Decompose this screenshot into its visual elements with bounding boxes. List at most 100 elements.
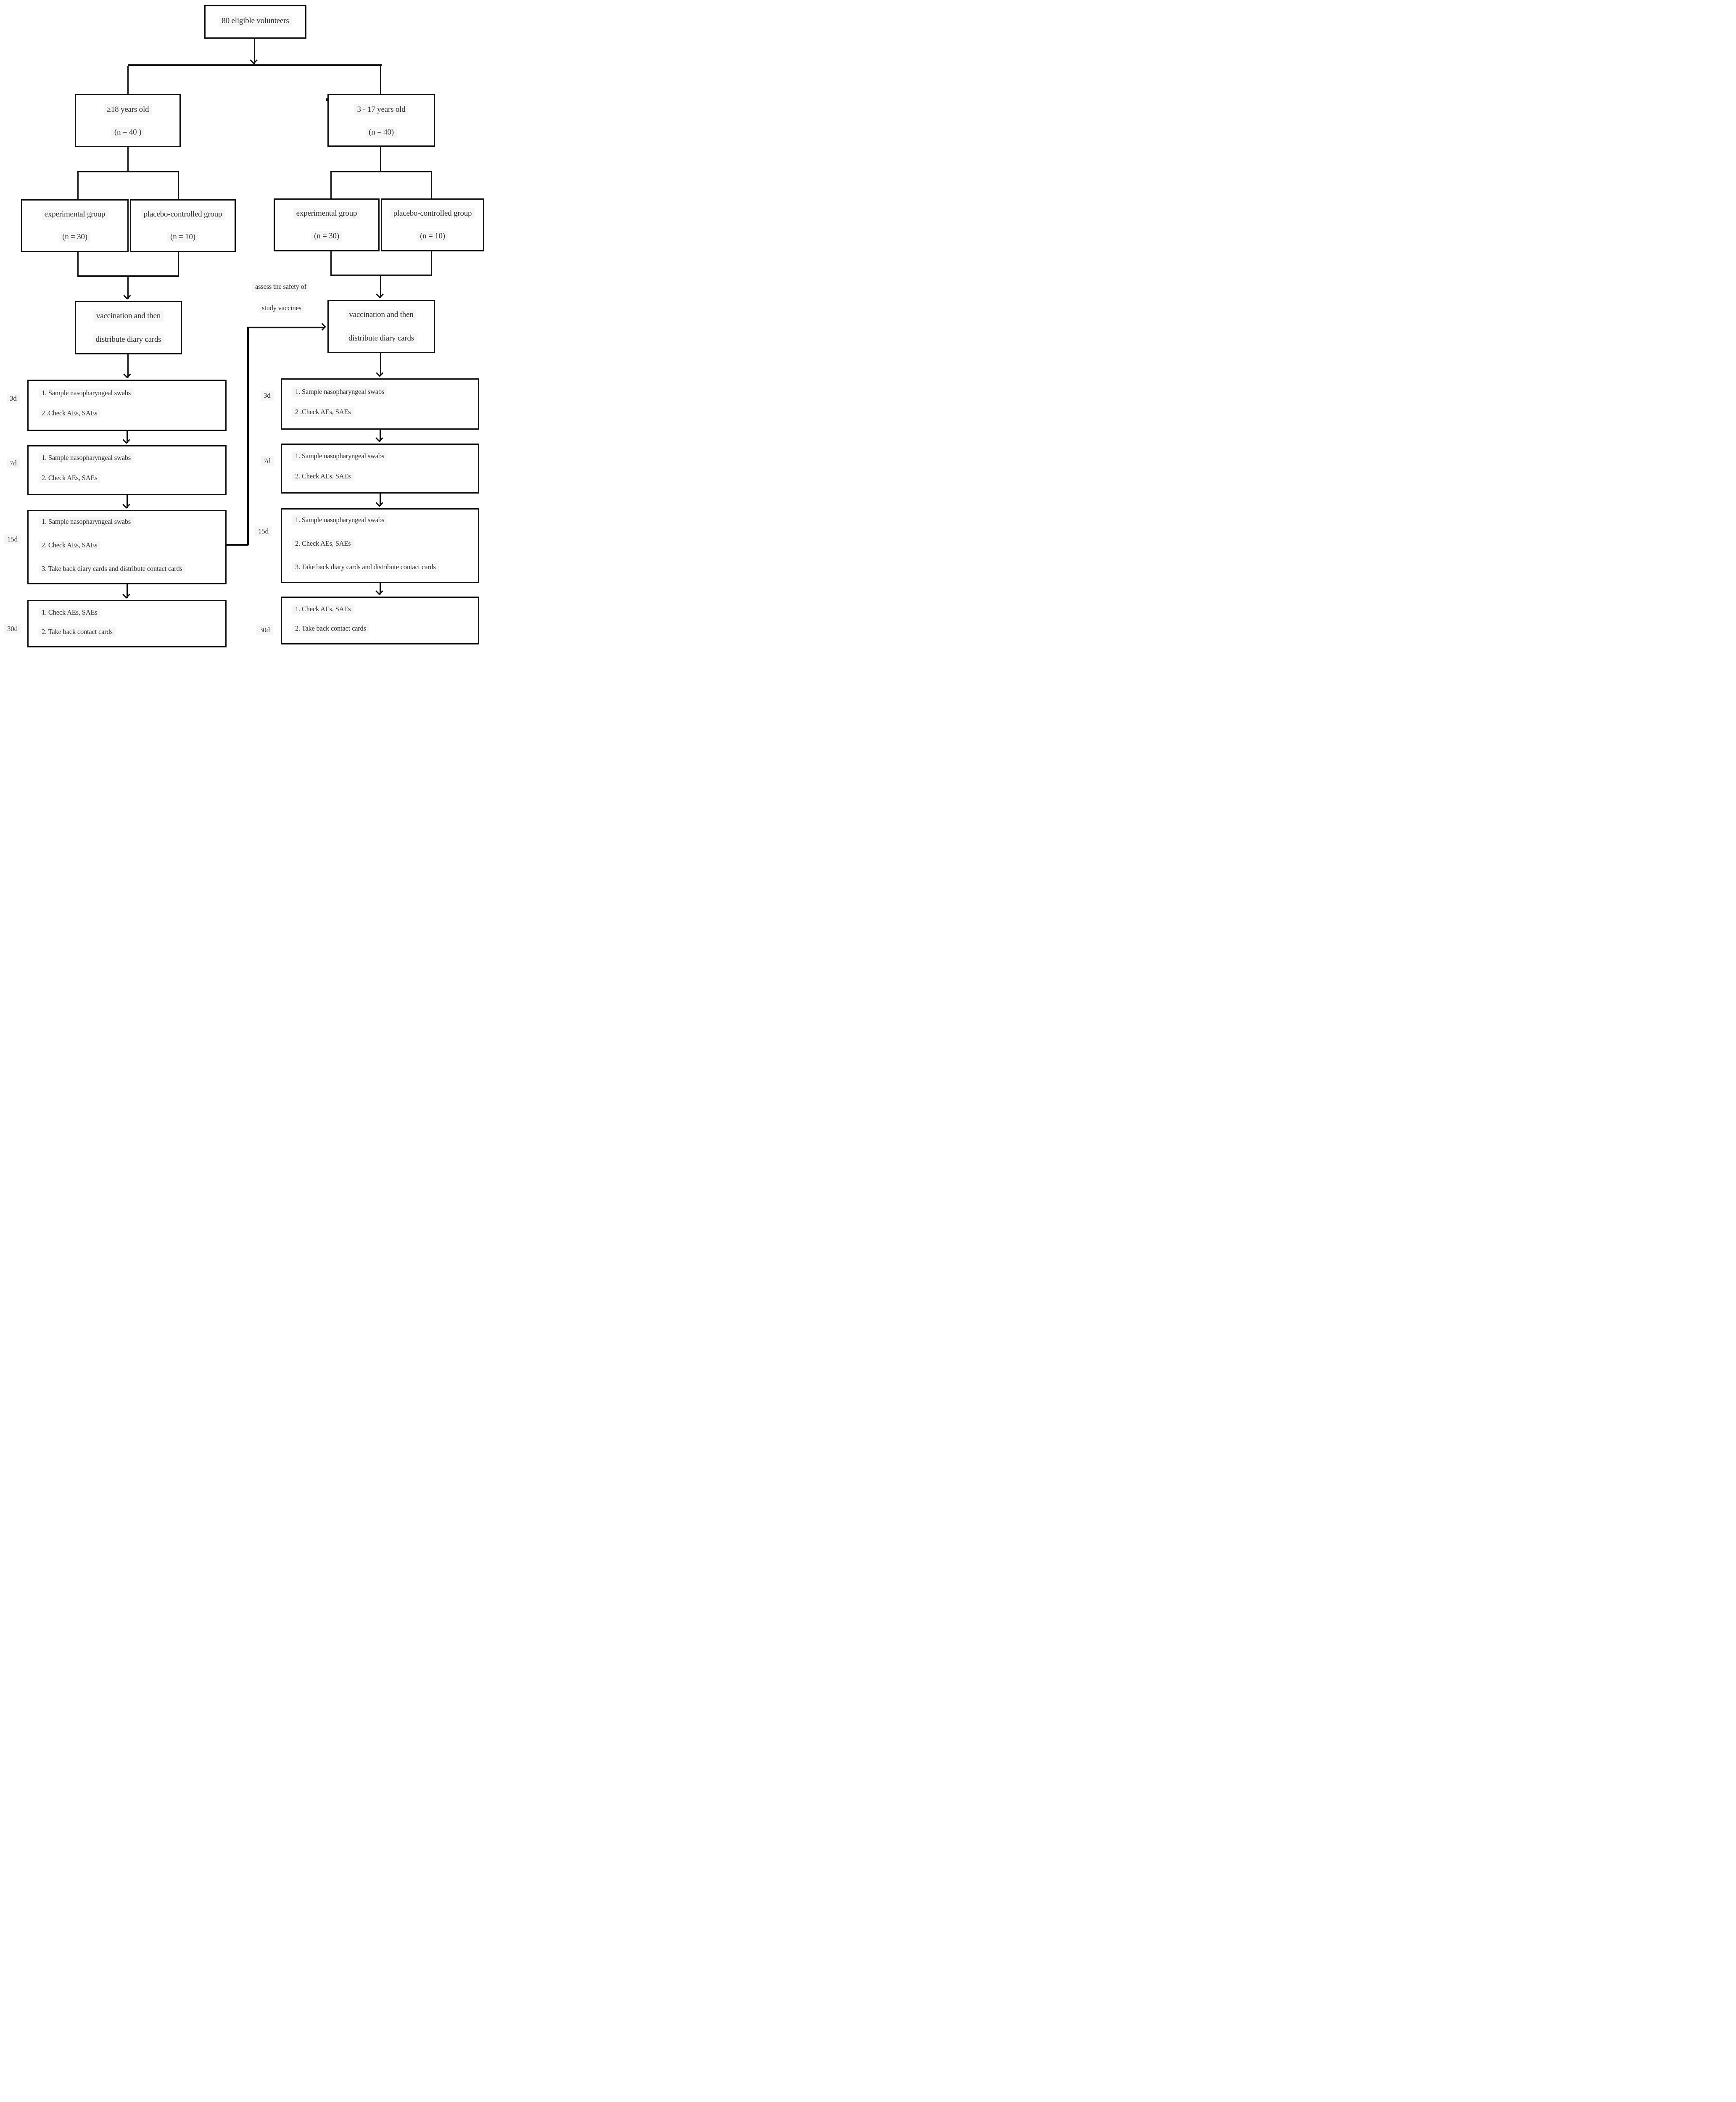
right-3d-label: 3d	[261, 391, 274, 401]
box-right-vaccination: vaccination and then distribute diary ca…	[327, 300, 435, 353]
left-7d-item1: 1. Sample nasopharyngeal swabs	[39, 453, 134, 463]
left-15d-label: 15d	[4, 534, 21, 544]
box-left-experimental-group: experimental group (n = 30)	[21, 199, 129, 252]
box-eligible-volunteers: 80 eligible volunteers	[204, 5, 306, 39]
arrowhead-down-icon	[122, 436, 130, 444]
right-experimental-label: experimental group	[293, 208, 360, 219]
right-7d-label: 7d	[261, 456, 274, 466]
connector-right-3d-7d	[380, 430, 381, 441]
arrowhead-down-icon	[250, 56, 258, 64]
connector-right-merge-a	[330, 251, 332, 275]
left-30d-item1: 1. Check AEs, SAEs	[39, 608, 100, 618]
left-15d-item2: 2. Check AEs, SAEs	[39, 541, 100, 550]
left-30d-item2: 2. Take back contact cards	[39, 627, 116, 637]
connector-top-stem	[254, 39, 255, 64]
right-15d-item3: 3. Take back diary cards and distribute …	[292, 562, 439, 572]
stray-mark	[326, 98, 328, 101]
left-experimental-n: (n = 30)	[59, 232, 90, 243]
connector-left-split-a	[77, 172, 79, 199]
box-right-experimental-group: experimental group (n = 30)	[274, 198, 380, 251]
left-3d-item1: 1. Sample nasopharyngeal swabs	[39, 388, 134, 398]
left-experimental-label: experimental group	[41, 209, 108, 220]
connector-right-split-b	[431, 172, 432, 198]
box-left-placebo-group: placebo-controlled group (n = 10)	[130, 199, 236, 252]
box-age-adult: ≥18 years old (n = 40 )	[75, 94, 181, 147]
connector-branch-left	[127, 66, 129, 94]
box-left-30d: 1. Check AEs, SAEs 2. Take back contact …	[27, 600, 227, 647]
arrowhead-down-icon	[375, 499, 383, 507]
right-30d-item1: 1. Check AEs, SAEs	[292, 605, 354, 614]
arrowhead-right-icon	[318, 323, 326, 331]
arrowhead-down-icon	[122, 591, 130, 599]
left-30d-label: 30d	[4, 624, 21, 634]
connector-left-15d-30d	[127, 584, 128, 598]
right-15d-label: 15d	[255, 526, 272, 536]
arrowhead-down-icon	[375, 434, 383, 442]
connector-left-split-stem	[127, 147, 129, 172]
connector-cross-arrow-line	[248, 327, 324, 328]
connector-left-7d-15d	[127, 495, 128, 508]
connector-left-merge-stem	[127, 277, 129, 299]
box-right-7d: 1. Sample nasopharyngeal swabs 2. Check …	[281, 444, 479, 494]
box-right-15d: 1. Sample nasopharyngeal swabs 2. Check …	[281, 508, 479, 583]
box-left-7d: 1. Sample nasopharyngeal swabs 2. Check …	[27, 445, 227, 495]
box-right-3d: 1. Sample nasopharyngeal swabs 2 .Check …	[281, 378, 479, 430]
left-vaccination-line2: distribute diary cards	[92, 334, 164, 345]
right-3d-item1: 1. Sample nasopharyngeal swabs	[292, 387, 388, 397]
connector-right-split-stem	[380, 147, 381, 172]
right-15d-item1: 1. Sample nasopharyngeal swabs	[292, 515, 388, 525]
arrowhead-down-icon	[123, 292, 131, 300]
arrowhead-down-icon	[376, 290, 384, 298]
connector-right-split-horizontal	[330, 171, 432, 172]
eligible-volunteers-label: 80 eligible volunteers	[219, 16, 292, 26]
left-placebo-n: (n = 10)	[167, 232, 198, 243]
connector-left-merge-horizontal	[77, 275, 179, 277]
box-age-child: 3 - 17 years old (n = 40)	[327, 94, 435, 147]
right-30d-item2: 2. Take back contact cards	[292, 624, 369, 634]
age-child-n: (n = 40)	[366, 127, 397, 138]
right-7d-item1: 1. Sample nasopharyngeal swabs	[292, 452, 388, 461]
box-left-3d: 1. Sample nasopharyngeal swabs 2 .Check …	[27, 380, 227, 431]
left-vaccination-line1: vaccination and then	[93, 311, 164, 322]
right-placebo-n: (n = 10)	[417, 231, 448, 242]
connector-right-7d-15d	[380, 494, 381, 506]
right-30d-label: 30d	[256, 625, 273, 635]
connector-cross-vertical	[247, 327, 249, 545]
box-left-15d: 1. Sample nasopharyngeal swabs 2. Check …	[27, 510, 227, 584]
arrowhead-down-icon	[375, 587, 383, 595]
right-placebo-label: placebo-controlled group	[390, 208, 475, 219]
connector-cross-from-15d	[227, 544, 248, 546]
arrowhead-down-icon	[122, 501, 130, 509]
right-vaccination-line1: vaccination and then	[346, 309, 417, 320]
right-15d-item2: 2. Check AEs, SAEs	[292, 539, 354, 549]
left-7d-label: 7d	[7, 458, 20, 468]
age-child-label: 3 - 17 years old	[354, 104, 409, 115]
left-placebo-label: placebo-controlled group	[140, 209, 225, 220]
connector-right-merge-b	[431, 251, 432, 275]
connector-right-vac-3d	[380, 353, 381, 376]
right-7d-item2: 2. Check AEs, SAEs	[292, 472, 354, 481]
arrowhead-down-icon	[376, 369, 384, 377]
box-left-vaccination: vaccination and then distribute diary ca…	[75, 301, 182, 354]
age-adult-label: ≥18 years old	[103, 104, 152, 115]
study-flowchart: 80 eligible volunteers ≥18 years old (n …	[0, 0, 485, 650]
left-3d-label: 3d	[7, 393, 20, 404]
connector-right-merge-horizontal	[330, 275, 432, 276]
connector-left-split-b	[178, 172, 179, 199]
connector-right-merge-stem	[380, 276, 381, 298]
connector-right-15d-30d	[380, 583, 381, 594]
left-3d-item2: 2 .Check AEs, SAEs	[39, 409, 100, 418]
connector-left-split-horizontal	[77, 171, 179, 172]
connector-left-3d-7d	[127, 431, 128, 443]
box-right-placebo-group: placebo-controlled group (n = 10)	[381, 198, 484, 251]
connector-left-merge-a	[77, 252, 79, 276]
right-3d-item2: 2 .Check AEs, SAEs	[292, 407, 354, 417]
left-15d-item1: 1. Sample nasopharyngeal swabs	[39, 517, 134, 527]
left-15d-item3: 3. Take back diary cards and distribute …	[39, 564, 185, 574]
connector-left-merge-b	[178, 252, 179, 276]
connector-right-split-a	[330, 172, 332, 198]
arrowhead-down-icon	[123, 370, 131, 378]
connector-branch-horizontal	[128, 64, 382, 66]
note-line1: assess the safety of	[252, 282, 310, 292]
connector-branch-right	[380, 66, 381, 94]
